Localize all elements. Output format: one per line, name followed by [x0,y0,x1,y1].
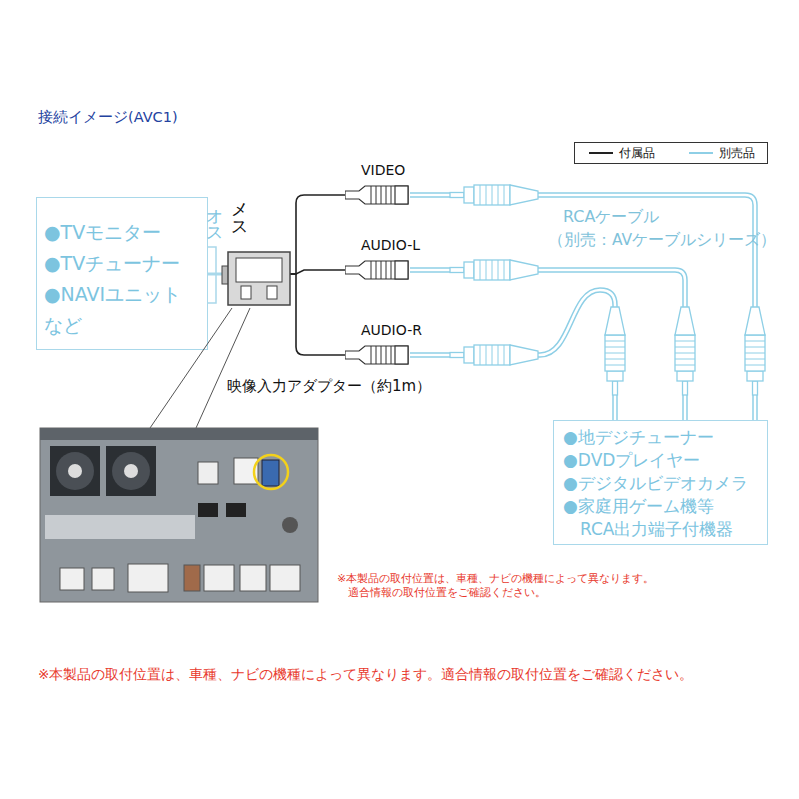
rca-plug [605,307,625,395]
adapter-plug [222,252,290,305]
adapter-cable [208,274,345,355]
device-name: など [44,310,207,341]
part-name: 映像入力アダプター（約1m） [227,377,431,396]
cable-core [410,290,615,420]
diagram-title: 接続イメージ(AVC1) [38,108,178,127]
cable-outline [410,195,755,420]
adapter-cable [208,195,345,274]
device-name: ●地デジチューナー [563,426,767,449]
caution-note: ※本製品の取付位置は、車種、ナビの機種によって異なります。適合情報の取付位置をご… [38,666,693,684]
leader-line [150,308,250,428]
gender-label: メス [231,191,249,229]
signal-name: AUDIO-L [361,237,420,253]
rca-jack: AUDIO-R [345,343,410,367]
cable-note: （別売：AVケーブルシリーズ） [548,230,776,251]
cable-outline [410,290,615,420]
rca-jack: VIDEO [345,183,410,207]
jack-shape [345,258,410,282]
legend-sample [689,152,713,154]
cable-outline [410,270,685,420]
bracket-stem [208,273,229,276]
cable-line [208,195,345,274]
device-box: ●地デジチューナー●DVDプレイヤー●デジタルビデオカメラ●家庭用ゲーム機等 R… [553,420,768,545]
device-name: ●TVチューナー [44,248,207,279]
legend-sample [589,152,613,154]
rca-plug [450,185,538,205]
rca-cable [410,270,685,420]
rca-plug [745,307,765,395]
cable-name: RCAケーブル [563,207,659,228]
gender-label: オス [206,197,224,235]
cable-core [410,195,755,420]
signal-name: VIDEO [361,162,405,178]
cable-line [208,274,345,355]
jack-shape [345,343,410,367]
device-name: ●DVDプレイヤー [563,449,767,472]
navi-photo [40,428,318,602]
rca-plug [450,260,538,280]
caution-note: ※本製品の取付位置は、車種、ナビの機種によって異なります。 適合情報の取付位置を… [337,572,698,600]
rca-jack: AUDIO-L [345,258,410,282]
rca-plug [675,307,695,395]
legend-text: 別売品 [719,145,755,161]
rca-cable [410,195,755,420]
legend-text: 付属品 [619,145,655,161]
device-name: ●デジタルビデオカメラ [563,472,767,495]
rca-cable [410,290,615,420]
bracket [208,247,216,303]
device-box: ●TVモニター●TVチューナー●NAVIユニットなど [36,197,208,350]
device-name: ●NAVIユニット [44,279,207,310]
device-name: ●家庭用ゲーム機等 RCA出力端子付機器 [563,495,767,541]
legend-box: 付属品 別売品 [574,142,768,164]
signal-name: AUDIO-R [361,322,422,338]
rca-plug [450,345,538,365]
jack-shape [345,183,410,207]
device-name: ●TVモニター [44,217,207,248]
cable-core [410,270,685,420]
